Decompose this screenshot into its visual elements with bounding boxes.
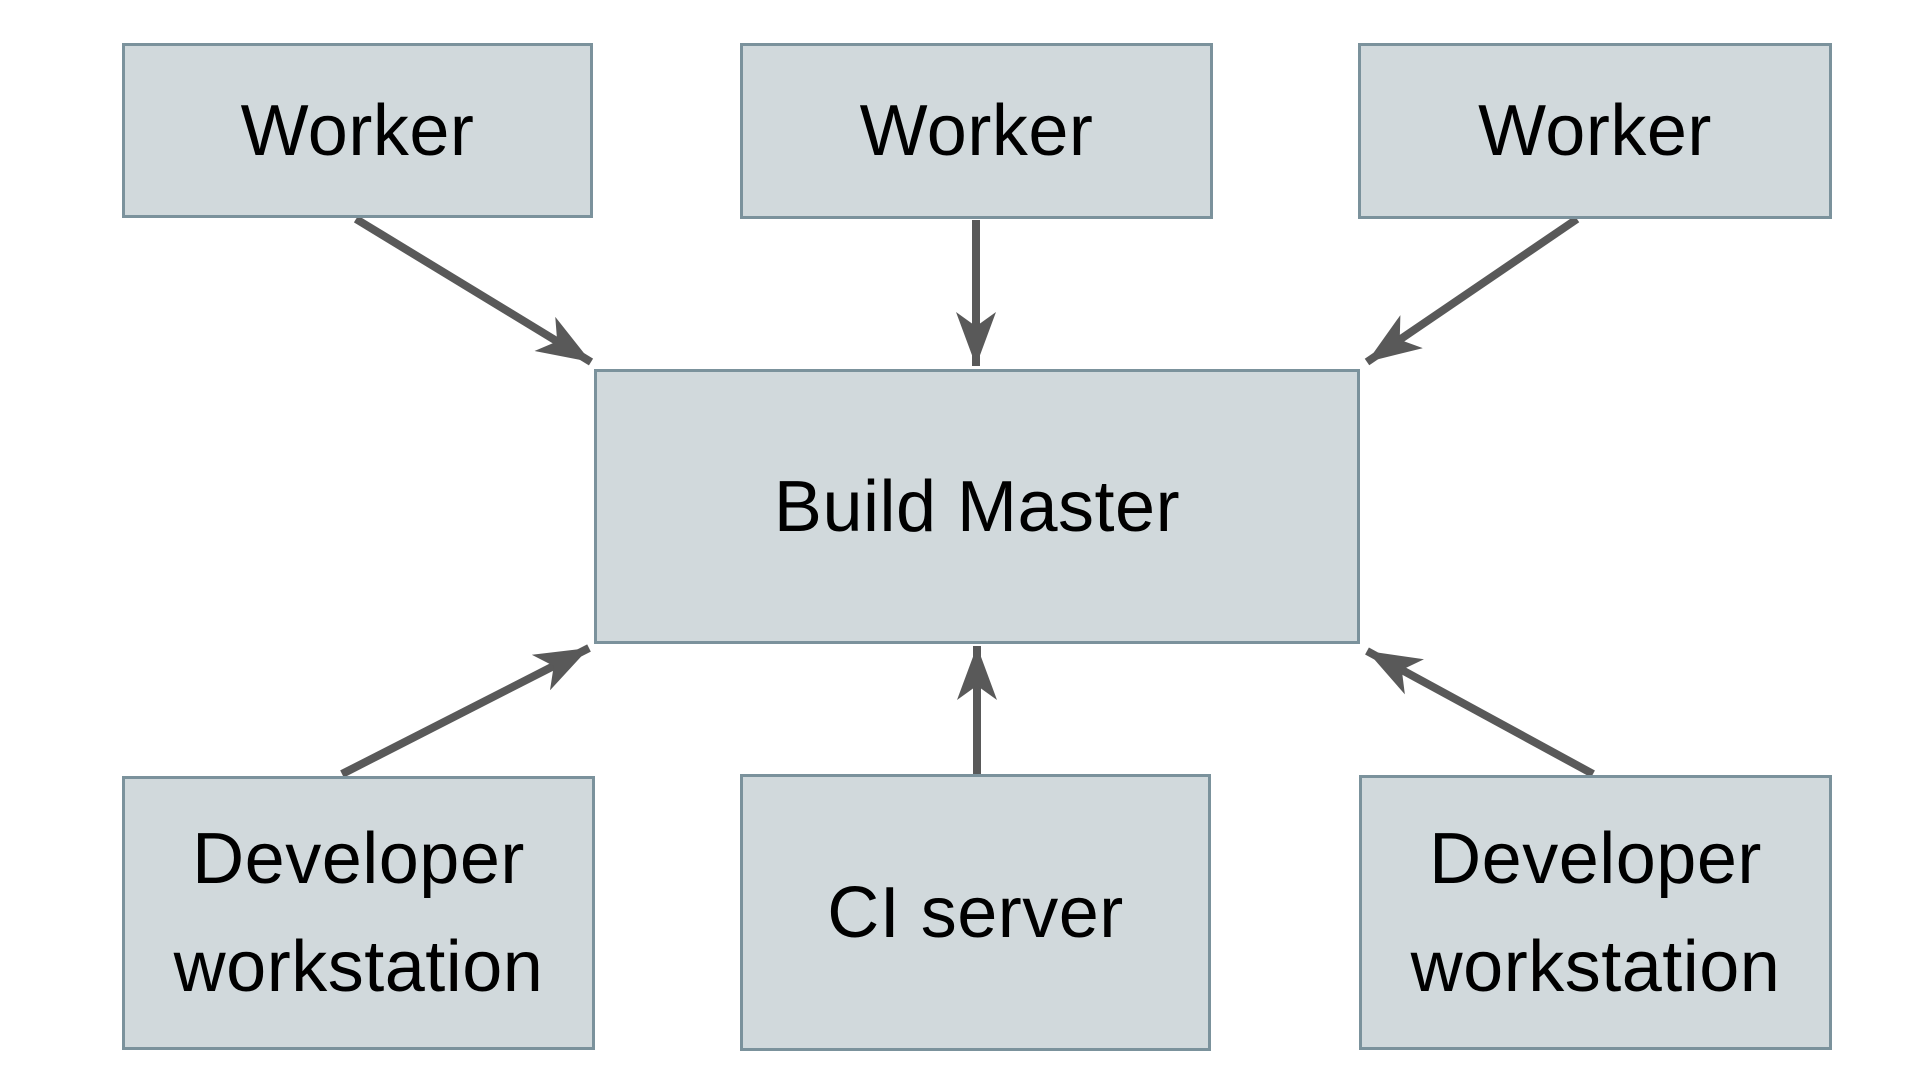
node-build-master-label: Build Master (773, 466, 1181, 547)
node-worker-1-label: Worker (240, 90, 475, 171)
node-worker-2: Worker (740, 43, 1213, 219)
node-ci-server-label: CI server (827, 872, 1124, 953)
edge-worker-3-to-build-master (1364, 215, 1580, 366)
edge-worker-1-to-build-master (353, 215, 594, 366)
node-developer-workstation-1: Developer workstation (122, 776, 595, 1050)
node-worker-3-label: Worker (1478, 91, 1712, 171)
node-worker-1: Worker (122, 43, 593, 218)
edge-developer-workstation-1-to-build-master (340, 644, 591, 778)
node-ci-server: CI server (740, 774, 1211, 1051)
node-build-master: Build Master (594, 369, 1360, 644)
node-worker-2-label: Worker (859, 91, 1094, 171)
node-developer-workstation-2: Developer workstation (1359, 775, 1832, 1050)
node-worker-3: Worker (1358, 43, 1832, 219)
node-developer-workstation-1-label: Developer workstation (173, 819, 544, 1007)
edge-developer-workstation-2-to-build-master (1365, 647, 1595, 778)
node-developer-workstation-2-label: Developer workstation (1410, 818, 1781, 1007)
